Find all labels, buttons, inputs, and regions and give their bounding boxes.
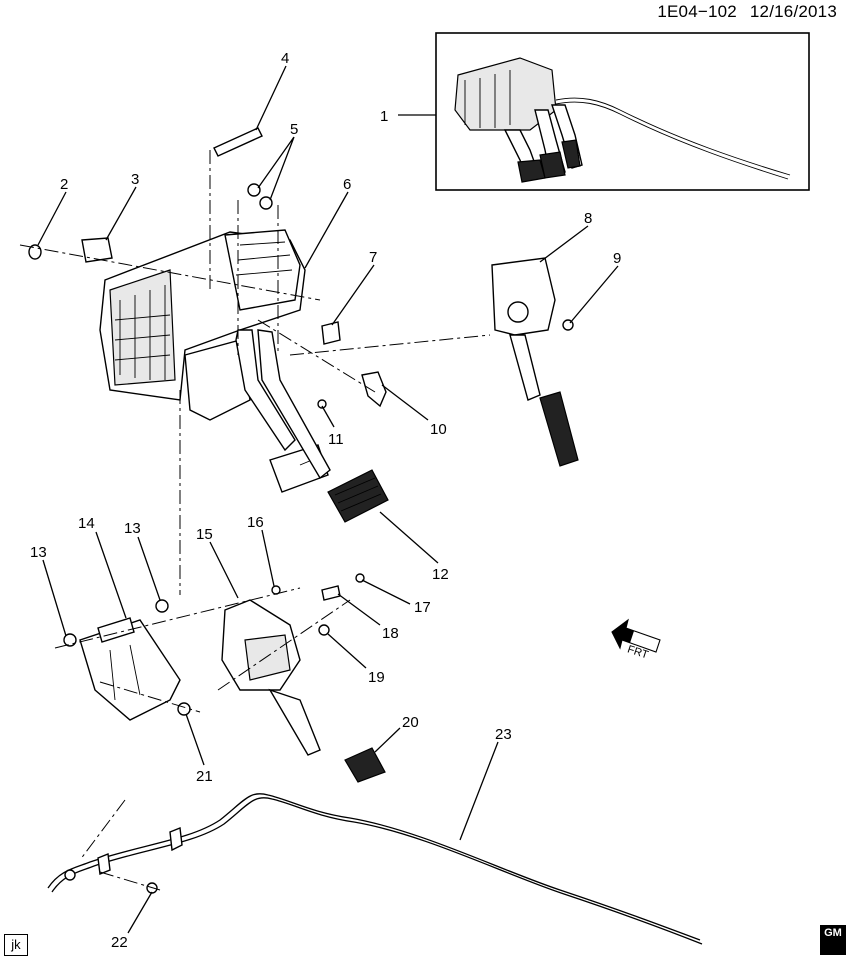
callout-17: 17 [414, 599, 431, 616]
inset-assembly [435, 32, 810, 191]
callout-9: 9 [613, 250, 621, 267]
callout-11: 11 [328, 431, 344, 448]
callout-20: 20 [402, 714, 419, 731]
callout-5: 5 [290, 121, 298, 138]
bushing-21 [177, 702, 191, 716]
callout-7: 7 [369, 249, 377, 266]
callout-19: 19 [368, 669, 385, 686]
park-brake-bracket-14 [79, 617, 181, 721]
bolt-5a [247, 183, 261, 197]
park-brake-pedal-15 [221, 599, 386, 783]
corner-tag: jk [4, 934, 28, 956]
callout-14: 14 [78, 515, 95, 532]
callout-18: 18 [382, 625, 399, 642]
callout-15: 15 [196, 526, 213, 543]
callout-6: 6 [343, 176, 351, 193]
callout-23: 23 [495, 726, 512, 743]
bolt-19 [318, 624, 330, 636]
switch-18 [321, 585, 341, 601]
pin-4 [213, 127, 263, 157]
sensor-10 [361, 371, 387, 408]
callout-3: 3 [131, 171, 139, 188]
gm-logo-text: GM [821, 926, 845, 940]
callout-4: 4 [281, 50, 289, 67]
callout-10: 10 [430, 421, 447, 438]
front-direction-arrow: FRT [611, 618, 661, 661]
diagram-code: 1E04−102 [657, 2, 737, 21]
callout-21: 21 [196, 768, 213, 785]
callout-numbers: 1 2 3 4 5 6 7 8 9 10 11 12 13 13 14 15 1… [30, 50, 621, 951]
leader-lines [37, 65, 619, 934]
bolt-5b [259, 196, 273, 210]
diagram-header: 1E04−102 12/16/2013 [657, 2, 837, 22]
bushing-13b [155, 599, 169, 613]
bushing-13a [63, 633, 77, 647]
gm-logo: GM [820, 925, 846, 955]
callout-16: 16 [247, 514, 264, 531]
callout-12: 12 [432, 566, 449, 583]
callout-22: 22 [111, 934, 128, 951]
clip-7 [321, 321, 341, 345]
callout-13b: 13 [124, 520, 141, 537]
diagram-date: 12/16/2013 [749, 2, 837, 21]
screw-11 [317, 399, 327, 409]
accelerator-module-8 [491, 257, 579, 467]
callout-1: 1 [380, 108, 388, 125]
callout-13a: 13 [30, 544, 47, 561]
callout-8: 8 [584, 210, 592, 227]
pedal-bracket-assembly [99, 229, 389, 523]
alignment-lines [19, 150, 491, 891]
connector-3 [81, 237, 113, 263]
callout-2: 2 [60, 176, 68, 193]
park-brake-cable-23 [47, 793, 703, 945]
